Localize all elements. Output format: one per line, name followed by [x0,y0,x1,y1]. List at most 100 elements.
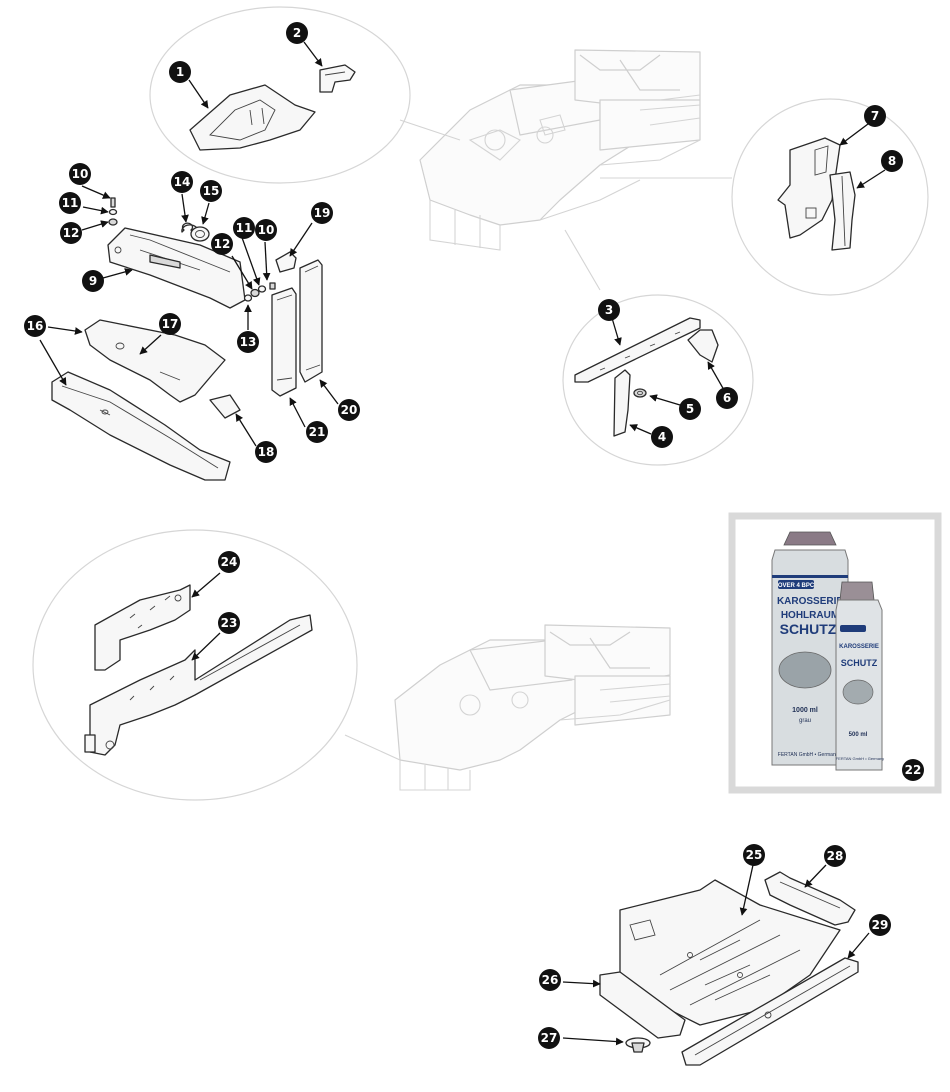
callout-3: 3 [598,299,620,321]
part-29-sill-rail [681,957,859,1066]
callout-9-label: 9 [89,274,97,288]
detail-bubble-right-middle [562,229,754,466]
callout-23-label: 23 [221,616,238,630]
callout-4: 4 [651,426,673,448]
callout-14: 14 [171,171,193,193]
spray-can-maker: FERTAN GmbH • Germany [836,756,884,761]
callout-15-label: 15 [203,184,220,198]
spray-can: KAROSSERIE SCHUTZ 500 ml FERTAN GmbH • G… [835,581,884,771]
callout-10b-label: 10 [258,223,275,237]
callout-24: 24 [218,551,240,573]
callout-11b-label: 11 [236,221,253,235]
part-21-upright [271,287,297,397]
callout-12a: 12 [60,222,82,244]
callout-24-label: 24 [221,555,238,569]
callout-25: 25 [743,844,765,866]
callout-7: 7 [864,105,886,127]
callout-29: 29 [869,914,891,936]
part-10-bolt [110,197,276,290]
part-4-bracket [613,369,631,437]
large-can-title: SCHUTZ [780,621,837,637]
callout-2-label: 2 [293,26,301,40]
large-can-maker: FERTAN GmbH • Germany [778,752,839,758]
large-can-volume: 1000 ml [792,707,818,714]
callout-16: 16 [24,315,46,337]
large-can-line1: KAROSSERIE [777,596,843,607]
callout-13-label: 13 [240,335,257,349]
callout-4-label: 4 [658,430,666,444]
callout-19: 19 [311,202,333,224]
part-27-plug [625,1037,651,1053]
part-23-wing-rail [84,614,313,756]
callout-3-label: 3 [605,303,613,317]
callout-11a: 11 [59,192,81,214]
part-24-inner-wing [94,584,191,671]
callout-29-label: 29 [872,918,889,932]
callout-12b: 12 [211,233,233,255]
part-26-sill [599,971,686,1039]
spray-can-line1: KAROSSERIE [839,644,879,650]
callout-6: 6 [716,387,738,409]
callout-21: 21 [306,421,328,443]
callout-11b: 11 [233,217,255,239]
callout-23: 23 [218,612,240,634]
callout-15: 15 [200,180,222,202]
part-8-pillar [829,171,856,251]
part-5-grommet [633,388,647,398]
callout-6-label: 6 [723,391,731,405]
callout-12a-label: 12 [63,226,80,240]
part-9-crossmember [107,227,246,309]
callout-20-label: 20 [341,403,358,417]
callout-12b-label: 12 [214,237,231,251]
callout-18: 18 [255,441,277,463]
callout-21-label: 21 [309,425,326,439]
callout-26: 26 [539,969,561,991]
callout-28: 28 [824,845,846,867]
chassis-bottom-ghost [394,624,671,791]
part-1-inner-panel [189,84,316,151]
callout-16-label: 16 [27,319,44,333]
part-18-tab [209,394,241,419]
chassis-top-ghost [419,49,701,251]
part-15-bush [190,226,210,242]
callout-10a-label: 10 [72,167,89,181]
large-can-color: grau [799,718,811,724]
callout-14-label: 14 [174,175,191,189]
part-3-rail [574,317,701,383]
large-can: OVER 4 BPC KAROSSERIE HOHLRAUM SCHUTZ 10… [771,531,849,766]
callout-8: 8 [881,150,903,172]
spray-can-title: SCHUTZ [841,658,878,668]
part-11-washer [108,208,267,293]
part-13-spacer [243,294,253,302]
callout-11a-label: 11 [62,196,79,210]
callout-28-label: 28 [827,849,844,863]
part-17-floor-plate [84,319,226,403]
callout-22: 22 [902,759,924,781]
leader-lines [39,41,886,1046]
detail-bubble-rear-upper [149,6,461,184]
part-28-crossmember [764,871,856,926]
callout-17: 17 [159,313,181,335]
large-can-line2: HOHLRAUM [781,610,839,621]
callout-1-label: 1 [176,65,184,79]
callout-13: 13 [237,331,259,353]
callout-7-label: 7 [871,109,879,123]
callout-10a: 10 [69,163,91,185]
callout-badges: 1 2 3 4 5 6 7 8 9 10 11 12 10 11 12 13 1… [24,22,924,1049]
part-2-bracket [319,64,356,93]
part-12-nut [108,218,260,298]
callout-8-label: 8 [888,154,896,168]
part-7-side-panel [777,137,841,239]
spray-can-volume: 500 ml [849,732,868,738]
callout-17-label: 17 [162,317,179,331]
callout-2: 2 [286,22,308,44]
callout-27: 27 [538,1027,560,1049]
callout-5-label: 5 [686,402,694,416]
callout-25-label: 25 [746,848,763,862]
callout-20: 20 [338,399,360,421]
callout-27-label: 27 [541,1031,558,1045]
callout-18-label: 18 [258,445,275,459]
callout-9: 9 [82,270,104,292]
detail-bubble-left-lower [32,529,401,801]
